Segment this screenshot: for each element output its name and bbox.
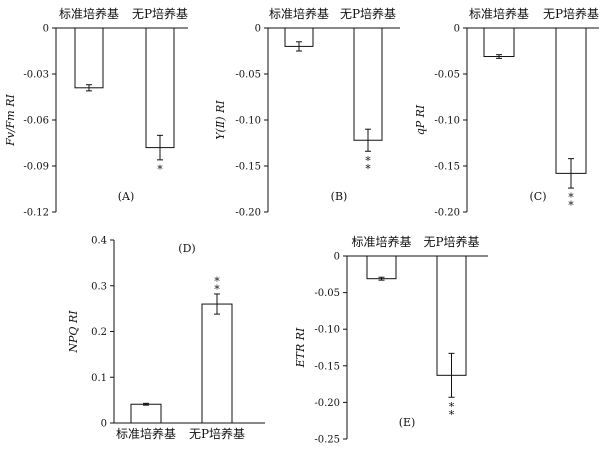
y-axis-title: Y(Ⅱ) RI: [214, 100, 227, 140]
category-label: 标准培养基: [469, 6, 529, 21]
category-label: 无P培养基: [543, 6, 599, 21]
significance-mark: *: [449, 408, 455, 421]
category-label: 无P培养基: [423, 234, 479, 249]
y-tick-label: 0.4: [91, 236, 107, 247]
y-tick-label: -0.05: [434, 70, 460, 81]
y-tick-label: -0.20: [235, 208, 261, 219]
bar-standard-medium: [130, 403, 162, 424]
panel-label: (C): [530, 190, 547, 203]
bar-no-p-medium: [201, 303, 233, 424]
significance-mark: *: [214, 275, 220, 288]
y-axis-title: NPQ RI: [67, 310, 80, 354]
category-label: 标准培养基: [351, 234, 411, 249]
bar-standard-medium: [74, 27, 104, 89]
y-tick-label: -0.20: [434, 208, 460, 219]
panel-label: (B): [331, 190, 348, 203]
significance-mark: *: [568, 191, 574, 204]
y-tick-label: -0.09: [23, 162, 49, 173]
y-tick-label: -0.10: [434, 116, 460, 127]
y-tick-label: 0.3: [91, 281, 107, 292]
panel-e: 0 -0.05 -0.10 -0.15 -0.20 -0.25 标准培养基 ** 无P培养基 ET…: [294, 234, 488, 446]
y-axis-title: qP RI: [414, 104, 427, 135]
y-tick-label: -0.05: [235, 70, 261, 81]
significance-mark: *: [157, 163, 163, 176]
category-label: 无P培养基: [340, 6, 396, 21]
y-tick-label: 0: [334, 252, 340, 263]
y-axis-title: Fv/Fm RI: [4, 93, 17, 146]
category-label: 标准培养基: [116, 426, 176, 441]
category-label: 无P培养基: [132, 6, 188, 21]
y-tick-label: -0.03: [23, 70, 49, 81]
bar-no-p-medium: [145, 27, 175, 149]
y-tick-label: -0.05: [314, 288, 340, 299]
bar-standard-medium: [483, 27, 515, 58]
significance-mark: *: [449, 400, 455, 413]
y-tick-label: -0.15: [434, 162, 460, 173]
panel-b: 0 -0.05 -0.10 -0.15 -0.20 标准培养基 ** 无P培养基 Y(Ⅱ) RI…: [214, 6, 400, 219]
y-tick-label: -0.12: [23, 208, 49, 219]
panel-label: (D): [178, 242, 195, 255]
significance-mark: *: [365, 154, 371, 167]
y-tick-label: 0.2: [91, 327, 107, 338]
y-tick-label: -0.10: [314, 325, 340, 336]
y-tick-label: -0.15: [314, 361, 340, 372]
y-tick-label: -0.15: [235, 162, 261, 173]
y-tick-label: -0.10: [235, 116, 261, 127]
category-label: 无P培养基: [189, 426, 245, 441]
y-axis-title: ETR RI: [294, 327, 307, 368]
category-label: 标准培养基: [59, 6, 119, 21]
panel-label: (E): [399, 416, 416, 429]
y-tick-label: -0.25: [314, 435, 340, 446]
panel-label: (A): [118, 190, 135, 203]
bar-no-p-medium: [353, 27, 383, 141]
y-tick-label: 0: [454, 24, 460, 35]
panel-c: 0 -0.05 -0.10 -0.15 -0.20 标准培养基 ** 无P培养基 qP RI (C…: [414, 6, 599, 219]
y-tick-label: -0.06: [23, 116, 49, 127]
significance-mark: *: [568, 199, 574, 212]
category-label: 标准培养基: [269, 6, 329, 21]
y-tick-label: 0: [255, 24, 261, 35]
bar-standard-medium: [366, 255, 397, 280]
bar-no-p-medium: [555, 27, 587, 174]
y-tick-label: 0: [43, 24, 49, 35]
y-tick-label: 0.1: [91, 373, 107, 384]
significance-mark: *: [214, 283, 220, 296]
panel-d: 0 0.1 0.2 0.3 0.4 标准培养基 ** 无P培养基 NPQ RI (D): [67, 236, 265, 441]
y-tick-label: -0.20: [314, 398, 340, 409]
panel-a: 0 -0.03 -0.06 -0.09 -0.12 标准培养基 * 无P培养基 Fv/Fm RI…: [4, 6, 188, 219]
significance-mark: *: [365, 162, 371, 175]
y-tick-label: 0: [101, 419, 107, 430]
